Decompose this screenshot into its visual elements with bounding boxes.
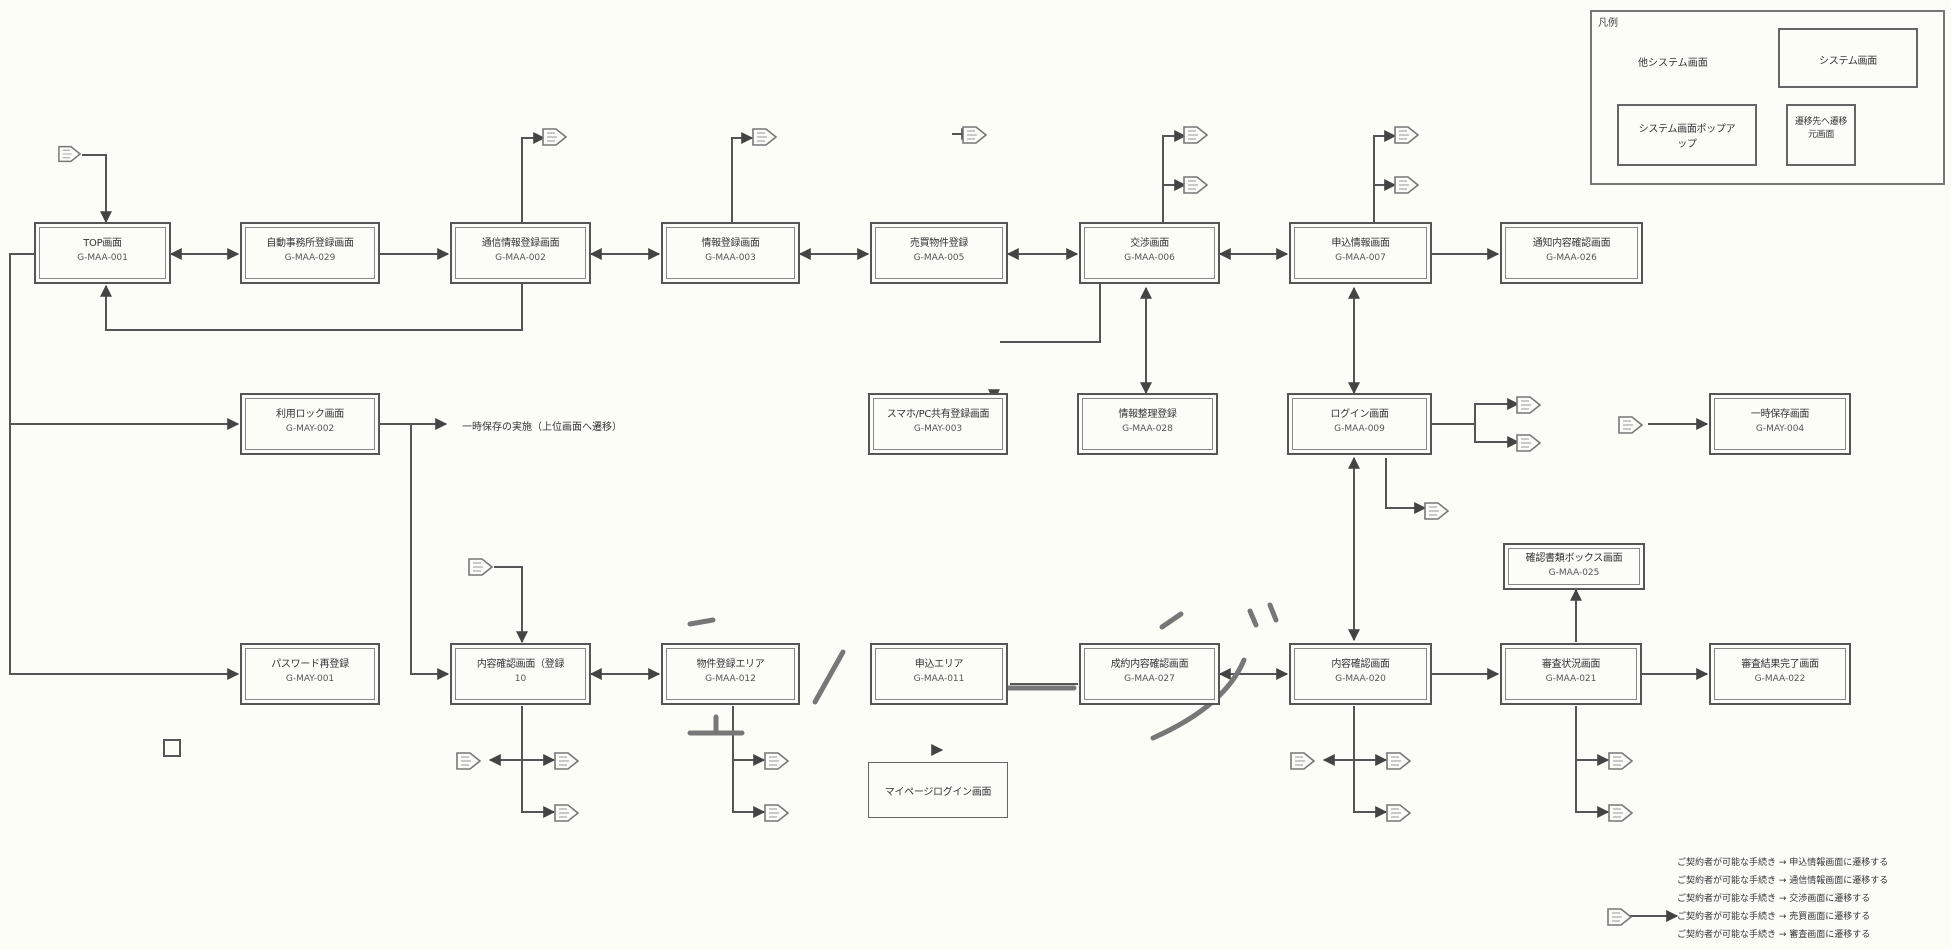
- screen-title: 申込情報画面: [1331, 238, 1390, 249]
- screen-code: G-MAA-029: [284, 253, 336, 263]
- legend-connector: 遷移先へ遷移元画面: [1794, 117, 1848, 140]
- screen-box[interactable]: 自動事務所登録画面 G-MAA-029: [240, 222, 380, 284]
- screen-box[interactable]: 内容確認画面 G-MAA-020: [1289, 643, 1432, 705]
- screen-title: 内容確認画面: [1331, 659, 1390, 670]
- screen-box[interactable]: スマホ/PC共有登録画面 G-MAY-003: [868, 393, 1008, 455]
- screen-code: G-MAA-026: [1546, 253, 1597, 263]
- screen-code: G-MAA-011: [913, 674, 965, 684]
- screen-box[interactable]: 利用ロック画面 G-MAY-002: [240, 393, 380, 455]
- screen-title: 交渉画面: [1130, 238, 1169, 249]
- screen-box[interactable]: 申込情報画面 G-MAA-007: [1289, 222, 1432, 284]
- screen-code: G-MAA-009: [1334, 424, 1385, 434]
- legend-system: システム画面: [1819, 56, 1877, 67]
- screen-box[interactable]: 物件登録エリア G-MAA-012: [661, 643, 800, 705]
- legend: 凡例 他システム画面 システム画面 システム画面ポップアップ 遷移先へ遷移元画面: [1590, 10, 1945, 185]
- screen-title: 売買物件登録: [909, 238, 969, 249]
- screen-code: G-MAA-028: [1122, 424, 1173, 434]
- screen-title: 自動事務所登録画面: [266, 238, 354, 249]
- screen-box[interactable]: 交渉画面 G-MAA-006: [1079, 222, 1220, 284]
- screen-code: G-MAA-022: [1754, 674, 1806, 684]
- screen-code: G-MAA-006: [1124, 253, 1175, 263]
- screen-box[interactable]: ログイン画面 G-MAA-009: [1287, 393, 1432, 455]
- legend-popup-box: システム画面ポップアップ: [1617, 104, 1757, 166]
- screen-code: G-MAA-012: [705, 674, 756, 684]
- screen-code: G-MAA-021: [1545, 674, 1597, 684]
- screen-code: G-MAY-002: [285, 424, 335, 434]
- screen-title: 成約内容確認画面: [1110, 659, 1189, 670]
- screen-box[interactable]: 通信情報登録画面 G-MAA-002: [450, 222, 591, 284]
- screen-box[interactable]: 審査状況画面 G-MAA-021: [1500, 643, 1642, 705]
- screen-box[interactable]: 確認書類ボックス画面 G-MAA-025: [1503, 543, 1645, 590]
- screen-title: 物件登録エリア: [696, 659, 765, 670]
- screen-box[interactable]: 通知内容確認画面 G-MAA-026: [1500, 222, 1643, 284]
- screen-title: 通知内容確認画面: [1532, 238, 1611, 249]
- screen-box[interactable]: 内容確認画面（登録 10: [450, 643, 591, 705]
- screen-title: 一時保存画面: [1750, 409, 1810, 420]
- screen-title: スマホ/PC共有登録画面: [886, 409, 990, 420]
- legend-system-box: システム画面: [1778, 28, 1918, 88]
- note-item: ご契約者が可能な手続き → 通信情報画面に遷移する: [1677, 876, 1889, 886]
- screen-code: G-MAA-003: [705, 253, 756, 263]
- screen-title: 利用ロック画面: [276, 409, 344, 420]
- screen-title: 確認書類ボックス画面: [1525, 553, 1623, 564]
- screen-box[interactable]: 売買物件登録 G-MAA-005: [870, 222, 1008, 284]
- screen-box[interactable]: 成約内容確認画面 G-MAA-027: [1079, 643, 1220, 705]
- note-item: ご契約者が可能な手続き → 申込情報画面に遷移する: [1677, 858, 1889, 868]
- screen-code: G-MAA-020: [1335, 674, 1386, 684]
- screen-code: G-MAA-001: [77, 253, 128, 263]
- login-screen-box[interactable]: マイページログイン画面: [868, 762, 1008, 818]
- screen-box[interactable]: 情報整理登録 G-MAA-028: [1077, 393, 1218, 455]
- screen-title: 内容確認画面（登録: [476, 659, 565, 670]
- screen-code: G-MAY-004: [1755, 424, 1805, 434]
- screen-code: G-MAY-001: [285, 674, 335, 684]
- screen-box[interactable]: TOP画面 G-MAA-001: [34, 222, 171, 284]
- screen-title: 情報整理登録: [1118, 409, 1177, 420]
- screen-title: 審査結果完了画面: [1741, 659, 1819, 670]
- note-item: ご契約者が可能な手続き → 審査画面に遷移する: [1677, 930, 1871, 940]
- legend-other-system: 他システム画面: [1638, 58, 1708, 69]
- screen-title: 通信情報登録画面: [481, 238, 560, 249]
- note-item: ご契約者が可能な手続き → 交渉画面に遷移する: [1677, 894, 1871, 904]
- screen-title: 審査状況画面: [1541, 659, 1601, 670]
- screen-title: ログイン画面: [1330, 409, 1389, 420]
- screen-code: G-MAA-025: [1548, 568, 1600, 578]
- screen-title: 情報登録画面: [701, 238, 760, 249]
- screen-code: G-MAA-007: [1335, 253, 1386, 263]
- screen-title: TOP画面: [83, 238, 122, 249]
- legend-popup: システム画面ポップアップ: [1638, 124, 1736, 150]
- notes-list: ご契約者が可能な手続き → 申込情報画面に遷移する ご契約者が可能な手続き → …: [1677, 854, 1888, 944]
- temporary-save-label: 一時保存の実施（上位画面へ遷移）: [462, 422, 622, 433]
- screen-code: G-MAY-003: [913, 424, 963, 434]
- screen-box[interactable]: 審査結果完了画面 G-MAA-022: [1709, 643, 1851, 705]
- screen-code: 10: [514, 674, 527, 684]
- screen-code: G-MAA-027: [1124, 674, 1175, 684]
- screen-box[interactable]: パスワード再登録 G-MAY-001: [240, 643, 380, 705]
- legend-title: 凡例: [1598, 18, 1618, 29]
- screen-code: G-MAA-002: [495, 253, 546, 263]
- screen-box[interactable]: 申込エリア G-MAA-011: [870, 643, 1008, 705]
- note-item: ご契約者が可能な手続き → 売買画面に遷移する: [1677, 912, 1871, 922]
- screen-box[interactable]: 情報登録画面 G-MAA-003: [661, 222, 800, 284]
- screen-box[interactable]: 一時保存画面 G-MAY-004: [1709, 393, 1851, 455]
- login-screen-title: マイページログイン画面: [884, 787, 992, 798]
- screen-title: 申込エリア: [914, 659, 964, 670]
- legend-connector-box: 遷移先へ遷移元画面: [1786, 104, 1856, 166]
- screen-title: パスワード再登録: [271, 659, 349, 670]
- screen-code: G-MAA-005: [913, 253, 965, 263]
